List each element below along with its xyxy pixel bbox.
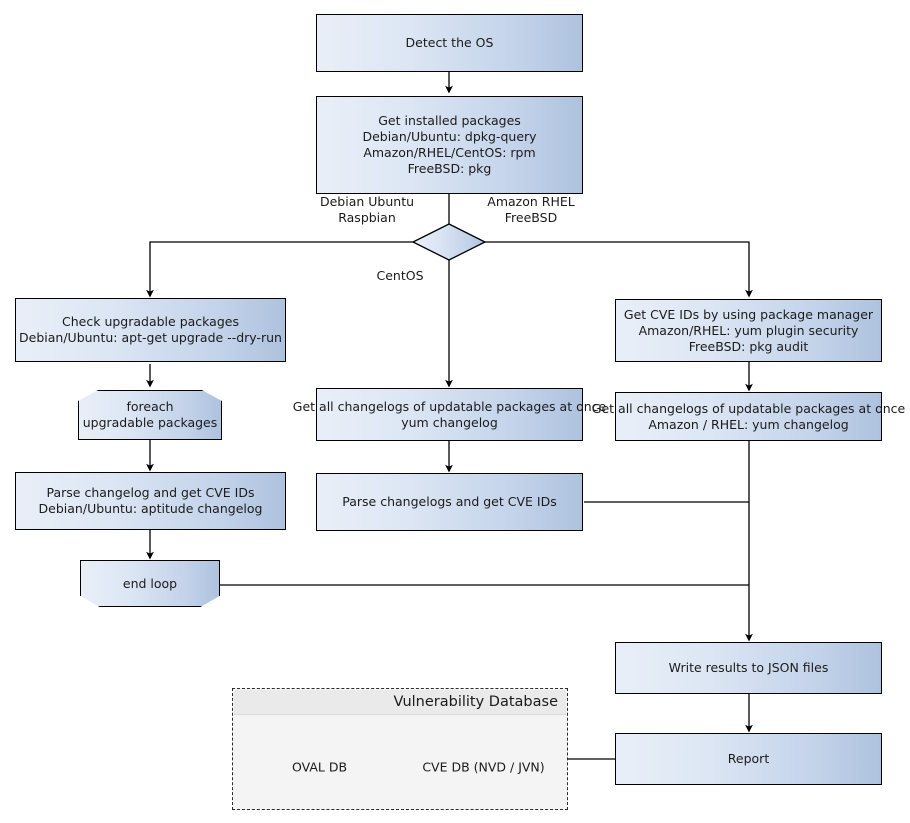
line-3: Amazon/RHEL/CentOS: rpm: [363, 145, 536, 160]
line-1: Get CVE IDs by using package manager: [623, 306, 874, 322]
decision-diamond: [411, 223, 487, 261]
foreach-shape: [78, 390, 222, 440]
line-1: Write results to JSON files: [668, 660, 829, 675]
node-foreach-upgradable-packages[interactable]: foreach upgradable packages: [78, 390, 222, 440]
node-check-upgradable-packages[interactable]: Check upgradable packages Debian/Ubuntu:…: [15, 298, 286, 362]
edge-label-left-branch: Debian Ubuntu Raspbian: [312, 194, 422, 225]
foreach-text: foreach upgradable packages: [78, 399, 222, 431]
branch-left-1: Debian: [319, 194, 365, 209]
node-end-loop[interactable]: end loop: [80, 560, 220, 607]
node-get-all-changelogs-centos[interactable]: Get all changelogs of updatable packages…: [293, 388, 606, 441]
edge-label-center-branch: CentOS: [360, 268, 440, 284]
line-2: Debian/Ubuntu: aptitude changelog: [38, 501, 263, 516]
line-2: yum changelog: [401, 414, 498, 430]
oval-db-label-holder[interactable]: OVAL DB: [249, 740, 390, 794]
line-2: Amazon / RHEL: yum changelog: [648, 416, 849, 432]
line-1: Check upgradable packages: [62, 314, 239, 329]
line-1: Parse changelogs and get CVE IDs: [342, 494, 557, 509]
node-report[interactable]: Report: [615, 733, 882, 785]
line-2: upgradable packages: [82, 415, 218, 430]
branch-center-1: CentOS: [376, 268, 424, 283]
node-parse-changelogs-centos[interactable]: Parse changelogs and get CVE IDs: [316, 473, 583, 531]
group-title: Vulnerability Database: [393, 694, 558, 710]
line-1: Get all changelogs of updatable packages…: [591, 400, 906, 416]
node-write-results-json[interactable]: Write results to JSON files: [615, 642, 882, 694]
branch-right-2: RHEL: [541, 194, 575, 209]
oval-db-label: OVAL DB: [291, 759, 348, 775]
node-get-cve-ids-package-manager[interactable]: Get CVE IDs by using package manager Ama…: [615, 299, 882, 362]
group-vulnerability-database: Vulnerability Database: [232, 688, 568, 810]
cve-db-label-holder[interactable]: CVE DB (NVD / JVN): [413, 740, 554, 794]
node-parse-changelog-debian[interactable]: Parse changelog and get CVE IDs Debian/U…: [15, 472, 286, 530]
branch-right-1: Amazon: [487, 194, 538, 209]
line-2: Debian/Ubuntu: dpkg-query: [362, 129, 537, 144]
node-detect-os-label: Detect the OS: [405, 35, 494, 50]
line-4: FreeBSD: pkg: [407, 161, 492, 176]
line-1: Get all changelogs of updatable packages…: [292, 398, 607, 414]
line-1: Get installed packages: [378, 113, 521, 128]
cve-db-label: CVE DB (NVD / JVN): [422, 759, 545, 775]
line-1: Report: [727, 751, 770, 766]
line-2: Amazon/RHEL: yum plugin security: [638, 322, 859, 338]
node-get-all-changelogs-rhel[interactable]: Get all changelogs of updatable packages…: [592, 392, 905, 441]
line-1: end loop: [122, 575, 178, 591]
branch-left-2: Ubuntu: [368, 194, 415, 209]
end-loop-shape: [80, 560, 220, 607]
line-2: Debian/Ubuntu: apt-get upgrade --dry-run: [19, 330, 282, 345]
branch-left-3: Raspbian: [338, 209, 396, 225]
line-3: FreeBSD: pkg audit: [688, 338, 809, 354]
line-1: Parse changelog and get CVE IDs: [46, 485, 255, 500]
end-loop-text: end loop: [80, 576, 220, 592]
node-detect-os[interactable]: Detect the OS: [316, 14, 583, 72]
group-title-bar: Vulnerability Database: [234, 690, 566, 715]
line-1: foreach: [126, 399, 174, 414]
node-get-installed-packages[interactable]: Get installed packages Debian/Ubuntu: dp…: [316, 96, 583, 194]
branch-right-3: FreeBSD: [504, 209, 558, 225]
edge-label-right-branch: Amazon RHEL FreeBSD: [476, 194, 586, 225]
